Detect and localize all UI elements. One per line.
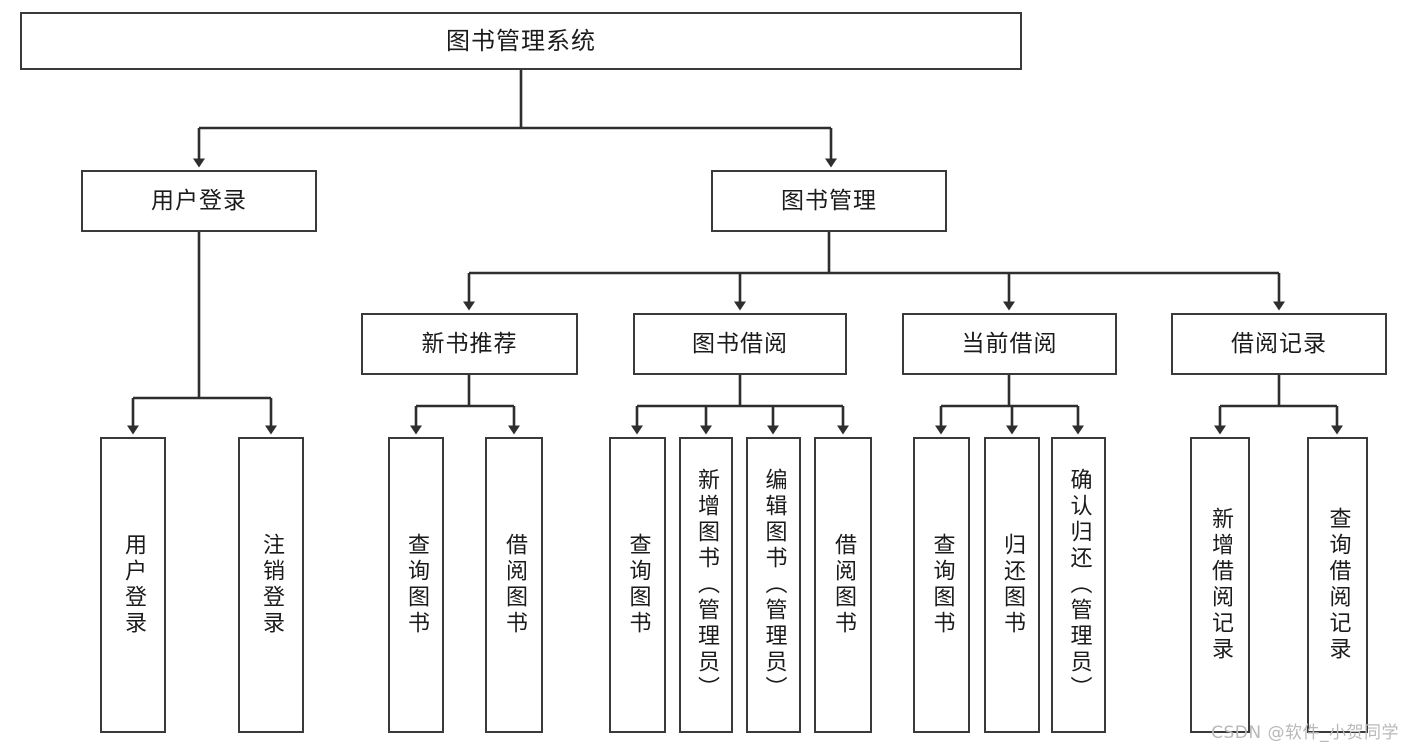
leaf-return-book-label: 归还图书 bbox=[1000, 533, 1025, 637]
leaf-borrow-book-label: 借阅图书 bbox=[831, 533, 856, 637]
node-borrow-records-label: 借阅记录 bbox=[1231, 330, 1327, 357]
leaf-confirm-return-admin[interactable]: 确认归还（管理员） bbox=[1051, 437, 1106, 733]
leaf-edit-book-admin-label: 编辑图书（管理员） bbox=[761, 468, 787, 702]
leaf-edit-book-admin[interactable]: 编辑图书（管理员） bbox=[746, 437, 801, 733]
node-current-borrow-label: 当前借阅 bbox=[961, 330, 1058, 357]
leaf-return-book[interactable]: 归还图书 bbox=[984, 437, 1040, 733]
leaf-logout-label: 注销登录 bbox=[259, 533, 284, 637]
leaf-add-borrow-record-label: 新增借阅记录 bbox=[1208, 507, 1233, 663]
leaf-add-borrow-record[interactable]: 新增借阅记录 bbox=[1190, 437, 1250, 733]
node-book-management-label: 图书管理 bbox=[781, 187, 877, 214]
leaf-query-book-recommend-label: 查询图书 bbox=[404, 533, 429, 637]
node-user-login[interactable]: 用户登录 bbox=[81, 170, 317, 232]
leaf-add-book-admin-label: 新增图书（管理员） bbox=[694, 468, 719, 702]
node-borrow-records[interactable]: 借阅记录 bbox=[1171, 313, 1387, 375]
node-book-borrow[interactable]: 图书借阅 bbox=[633, 313, 847, 375]
node-new-book-recommend[interactable]: 新书推荐 bbox=[361, 313, 578, 375]
node-new-book-recommend-label: 新书推荐 bbox=[421, 330, 518, 357]
node-root[interactable]: 图书管理系统 bbox=[20, 12, 1022, 70]
leaf-user-login[interactable]: 用户登录 bbox=[100, 437, 166, 733]
leaf-query-borrow-record[interactable]: 查询借阅记录 bbox=[1307, 437, 1368, 733]
node-root-label: 图书管理系统 bbox=[446, 27, 596, 55]
leaf-logout[interactable]: 注销登录 bbox=[238, 437, 304, 733]
leaf-user-login-label: 用户登录 bbox=[121, 533, 146, 637]
node-current-borrow[interactable]: 当前借阅 bbox=[902, 313, 1117, 375]
leaf-add-book-admin[interactable]: 新增图书（管理员） bbox=[679, 437, 733, 733]
leaf-borrow-book-recommend-label: 借阅图书 bbox=[502, 533, 527, 637]
csdn-watermark: CSDN @软件_小贺同学 bbox=[1211, 723, 1399, 743]
leaf-query-book-borrow-label: 查询图书 bbox=[625, 533, 651, 637]
leaf-confirm-return-admin-label: 确认归还（管理员） bbox=[1066, 468, 1092, 702]
leaf-borrow-book-recommend[interactable]: 借阅图书 bbox=[485, 437, 543, 733]
leaf-query-book-borrow[interactable]: 查询图书 bbox=[609, 437, 666, 733]
leaf-query-book-recommend[interactable]: 查询图书 bbox=[388, 437, 444, 733]
node-book-management[interactable]: 图书管理 bbox=[711, 170, 947, 232]
node-book-borrow-label: 图书借阅 bbox=[692, 330, 788, 357]
node-user-login-label: 用户登录 bbox=[151, 187, 247, 214]
leaf-borrow-book[interactable]: 借阅图书 bbox=[814, 437, 872, 733]
leaf-query-borrow-record-label: 查询借阅记录 bbox=[1325, 507, 1351, 663]
leaf-query-book-current[interactable]: 查询图书 bbox=[913, 437, 970, 733]
leaf-query-book-current-label: 查询图书 bbox=[929, 533, 955, 637]
